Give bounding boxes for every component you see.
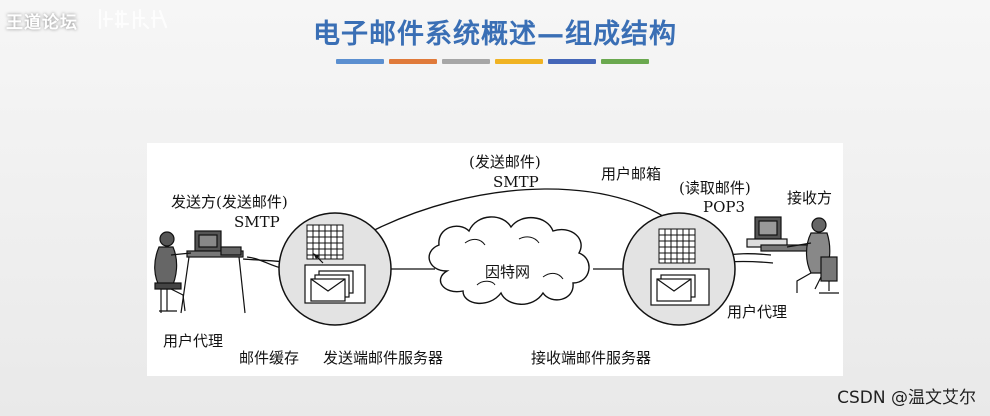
title-color-bars — [336, 59, 649, 64]
mail-cache-label: 邮件缓存 — [239, 349, 300, 367]
user-agent-left-label: 用户代理 — [163, 332, 224, 350]
internet-label: 因特网 — [485, 263, 531, 281]
top-protocol-label: SMTP — [493, 173, 539, 191]
site-logo-text: 王道论坛 — [6, 13, 78, 33]
sender-mail-server — [278, 212, 392, 326]
slide-title: 电子邮件系统概述—组成结构 — [313, 19, 677, 50]
mailbox-label: 用户邮箱 — [601, 165, 662, 183]
mail-queue-icon — [304, 264, 366, 304]
title-color-bar — [495, 59, 543, 64]
title-color-bar — [601, 59, 649, 64]
csdn-watermark: CSDN @温文艾尔 — [837, 388, 976, 408]
title-color-bar — [442, 59, 490, 64]
receiver-user-agent — [746, 216, 839, 294]
receiver-server-label: 接收端邮件服务器 — [531, 349, 652, 367]
title-color-bar — [548, 59, 596, 64]
mail-cache-grid-icon — [306, 224, 344, 260]
sender-protocol-label: SMTP — [234, 213, 280, 231]
email-system-diagram: 发送方(发送邮件) SMTP (发送邮件) SMTP 用户邮箱 (读取邮件) P… — [147, 143, 843, 376]
user-mailbox-grid-icon — [658, 228, 696, 264]
sender-label: 发送方(发送邮件) — [171, 193, 288, 211]
sender-server-label: 发送端邮件服务器 — [323, 349, 444, 367]
user-agent-right-label: 用户代理 — [727, 303, 788, 321]
read-action-label: (读取邮件) — [679, 179, 751, 197]
receiver-label: 接收方 — [787, 189, 833, 207]
title-color-bar — [389, 59, 437, 64]
diagram-canvas — [154, 188, 839, 326]
stored-mail-icon — [650, 268, 710, 306]
internet-cloud — [428, 216, 590, 305]
read-protocol-label: POP3 — [703, 198, 746, 216]
title-color-bar — [336, 59, 384, 64]
receiver-mail-server — [622, 212, 736, 326]
sender-user-agent — [154, 230, 246, 314]
site-logo-mark — [98, 8, 168, 30]
top-action-label: (发送邮件) — [469, 153, 541, 171]
